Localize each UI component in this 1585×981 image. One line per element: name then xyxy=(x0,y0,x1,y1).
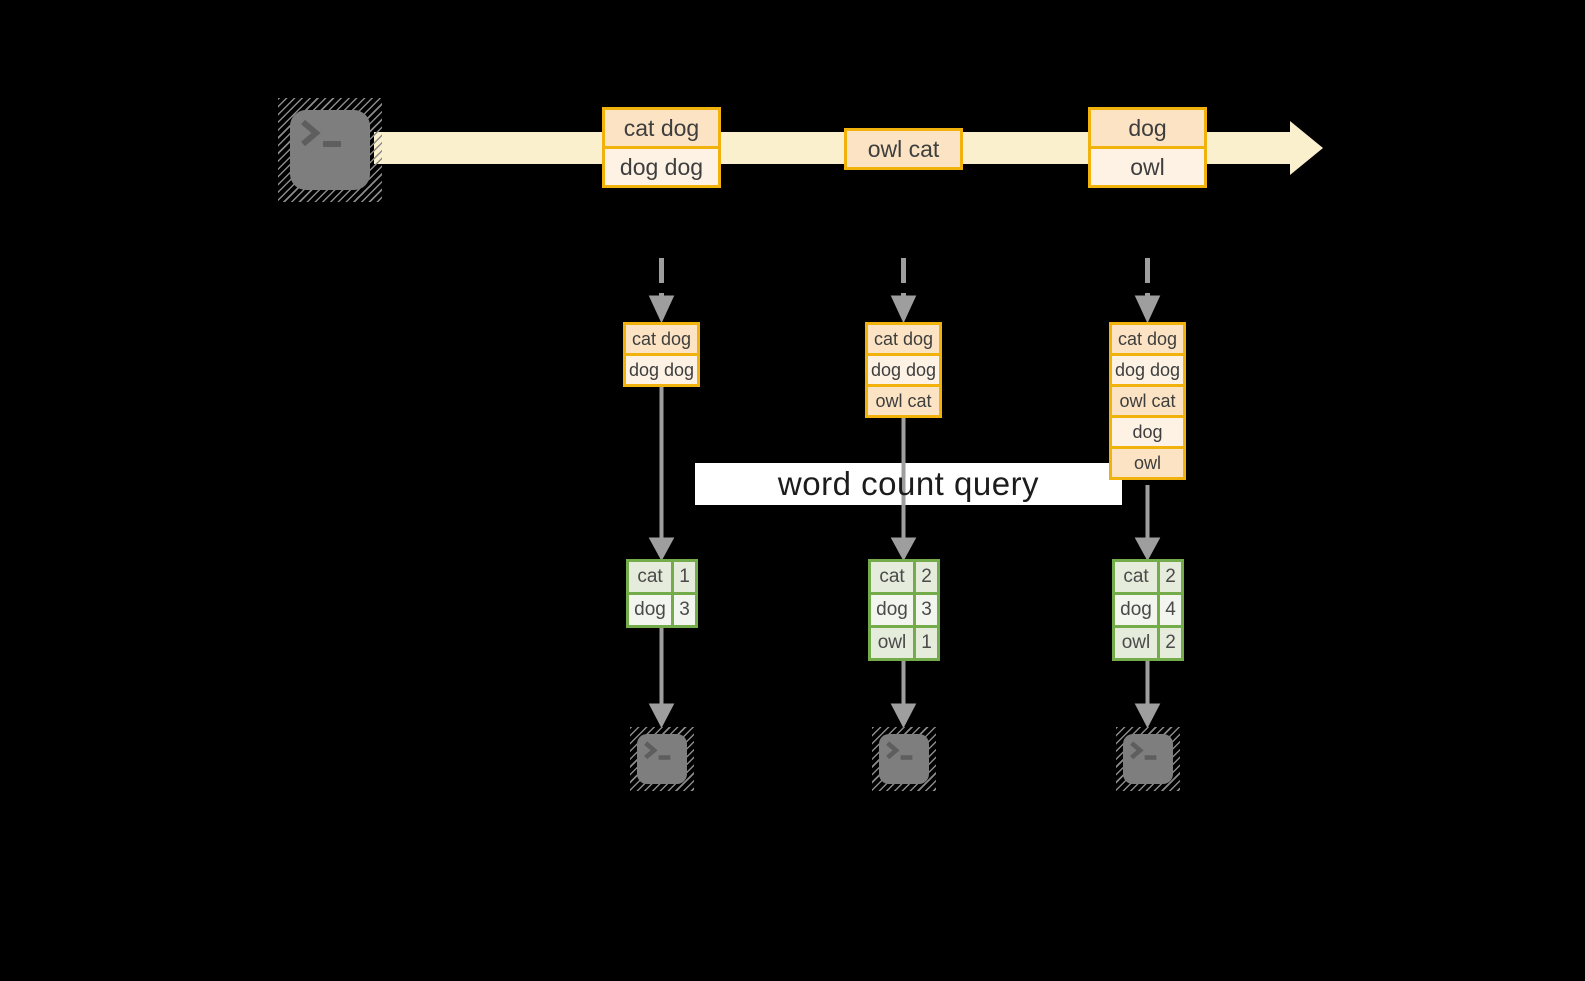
terminal-prompt-icon xyxy=(1130,741,1157,760)
terminal-icon-body xyxy=(290,110,370,190)
stack-line: owl cat xyxy=(868,384,939,415)
word-count-table-3: cat 2 dog 4 owl 2 xyxy=(1112,559,1184,661)
stream-line: dog xyxy=(1091,110,1204,146)
query-bar xyxy=(695,463,1122,505)
sink-terminal-icon-3 xyxy=(1116,727,1180,791)
output-arrowhead-2 xyxy=(890,703,917,729)
count-cell: 2 xyxy=(1160,628,1181,658)
stream-batch-2: owl cat xyxy=(844,128,963,170)
word-cell: owl xyxy=(871,628,913,658)
stack-line: dog xyxy=(1112,415,1183,446)
stream-batch-3: dog owl xyxy=(1088,107,1207,188)
micro-batch-stack-3: cat dog dog dog owl cat dog owl xyxy=(1109,322,1186,480)
stack-line: dog dog xyxy=(868,353,939,384)
stream-line: cat dog xyxy=(605,110,718,146)
stack-line: owl xyxy=(1112,446,1183,477)
word-count-table-2: cat 2 dog 3 owl 1 xyxy=(868,559,940,661)
count-cell: 2 xyxy=(916,562,937,592)
dashed-arrows xyxy=(648,258,1161,324)
stream-line: owl xyxy=(1091,146,1204,185)
dashed-arrowhead-3 xyxy=(1134,295,1161,324)
word-cell: owl xyxy=(1115,628,1157,658)
query-arrowhead-3 xyxy=(1134,537,1161,562)
query-arrowhead-1 xyxy=(648,537,675,562)
word-cell: dog xyxy=(1115,595,1157,625)
query-label: word count query xyxy=(777,465,1040,502)
word-cell: cat xyxy=(1115,562,1157,592)
output-arrowhead-3 xyxy=(1134,703,1161,729)
output-arrowhead-1 xyxy=(648,703,675,729)
terminal-prompt-icon xyxy=(886,741,913,760)
stream-line: owl cat xyxy=(847,131,960,167)
stack-line: cat dog xyxy=(626,325,697,353)
count-cell: 4 xyxy=(1160,595,1181,625)
word-cell: dog xyxy=(629,595,671,625)
terminal-prompt-icon xyxy=(644,741,671,760)
count-cell: 2 xyxy=(1160,562,1181,592)
micro-batch-stack-1: cat dog dog dog xyxy=(623,322,700,387)
stack-line: cat dog xyxy=(1112,325,1183,353)
sink-terminal-icon-1 xyxy=(630,727,694,791)
stack-line: dog dog xyxy=(626,353,697,384)
stack-line: cat dog xyxy=(868,325,939,353)
stream-line: dog dog xyxy=(605,146,718,185)
dashed-arrowhead-1 xyxy=(648,295,675,324)
stack-line: dog dog xyxy=(1112,353,1183,384)
output-arrows xyxy=(648,628,1161,729)
stream-batch-1: cat dog dog dog xyxy=(602,107,721,188)
word-cell: dog xyxy=(871,595,913,625)
count-cell: 3 xyxy=(916,595,937,625)
micro-batch-stack-2: cat dog dog dog owl cat xyxy=(865,322,942,418)
word-cell: cat xyxy=(629,562,671,592)
source-terminal-icon xyxy=(278,98,382,202)
word-cell: cat xyxy=(871,562,913,592)
sink-terminal-icon-2 xyxy=(872,727,936,791)
stack-line: owl cat xyxy=(1112,384,1183,415)
terminal-icon-body xyxy=(637,734,687,784)
query-arrowhead-2 xyxy=(890,537,917,562)
dashed-arrowhead-2 xyxy=(890,295,917,324)
terminal-icon-body xyxy=(1123,734,1173,784)
count-cell: 3 xyxy=(674,595,695,625)
terminal-prompt-icon xyxy=(301,119,341,147)
query-arrows xyxy=(648,387,1161,562)
count-cell: 1 xyxy=(674,562,695,592)
count-cell: 1 xyxy=(916,628,937,658)
terminal-icon-body xyxy=(879,734,929,784)
word-count-table-1: cat 1 dog 3 xyxy=(626,559,698,628)
